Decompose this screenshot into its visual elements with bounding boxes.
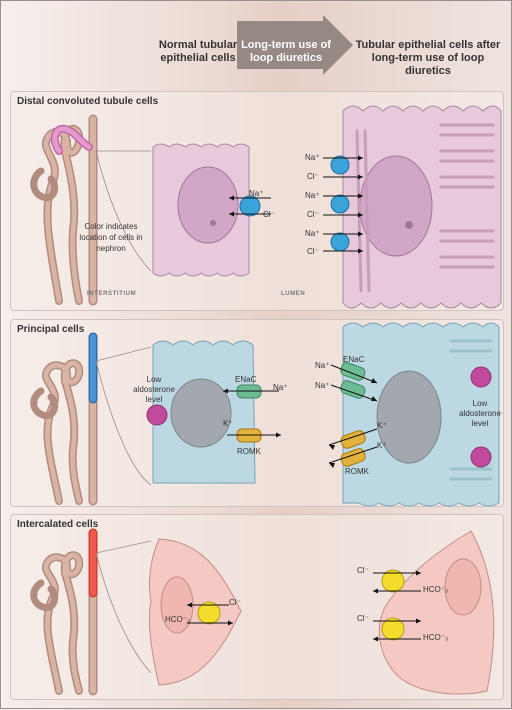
dct-normal-na-label: Na⁺: [249, 189, 264, 198]
panel-title-principal: Principal cells: [17, 324, 85, 335]
intercalated-after-cl2: Cl⁻: [357, 614, 369, 623]
nephron-principal: [30, 332, 98, 506]
panel-title-dct: Distal convoluted tubule cells: [17, 96, 159, 107]
dct-after-label-1: Na⁺: [305, 153, 320, 162]
principal-na-label: Na⁺: [273, 383, 288, 392]
intercalated-normal-cell: [148, 538, 242, 686]
nephron-dct: [30, 114, 98, 306]
panel-title-intercalated: Intercalated cells: [17, 519, 99, 530]
interstitium-label: INTERSTITIUM: [87, 291, 137, 297]
dct-after-label-6: Cl⁻: [307, 247, 319, 256]
principal-romk-label: ROMK: [237, 447, 261, 456]
principal-after-enac: ENaC: [343, 355, 365, 364]
nephron-intercalated: [30, 528, 98, 696]
principal-after-na1: Na⁺: [315, 361, 330, 370]
intercalated-normal-hco3: HCO⁻₃: [165, 615, 191, 624]
principal-enac-label: ENaC: [235, 375, 257, 384]
dct-after-label-3: Na⁺: [305, 191, 320, 200]
nephron-color-note: Color indicates location of cells in nep…: [79, 222, 143, 253]
header-normal-cells: Normal tubular epithelial cells: [158, 39, 238, 64]
principal-after-k1: K⁺: [377, 421, 387, 430]
intercalated-normal-cl: Cl⁻: [229, 598, 241, 607]
lumen-label: LUMEN: [281, 291, 306, 297]
principal-normal-cell: [146, 340, 281, 484]
dct-after-label-2: Cl⁻: [307, 172, 319, 181]
principal-after-cell: [328, 322, 500, 507]
dct-after-label-5: Na⁺: [305, 229, 320, 238]
intercalated-after-hco3-2: HCO⁻₃: [423, 633, 449, 642]
dct-normal-cell: [152, 143, 250, 277]
intercalated-after-cell: [373, 530, 495, 695]
dct-normal-cl-label: Cl⁻: [263, 210, 275, 219]
dct-after-transporters: [323, 155, 363, 254]
principal-aldo-left: Low aldosterone level: [133, 375, 175, 404]
principal-after-na2: Na⁺: [315, 381, 330, 390]
principal-after-k2: K⁺: [377, 441, 387, 450]
intercalated-after-hco3-1: HCO⁻₃: [423, 585, 449, 594]
header-after-cells: Tubular epithelial cells after long-term…: [355, 39, 501, 77]
header-arrow-text: Long-term use of loop diuretics: [241, 39, 331, 64]
dct-after-label-4: Cl⁻: [307, 210, 319, 219]
principal-aldo-right: Low aldosterone level: [459, 399, 501, 428]
principal-after-romk: ROMK: [345, 467, 369, 476]
intercalated-after-cl1: Cl⁻: [357, 566, 369, 575]
principal-k-label: K⁺: [223, 419, 233, 428]
dct-after-cell: [342, 105, 502, 309]
dct-normal-transporter: [229, 195, 271, 217]
